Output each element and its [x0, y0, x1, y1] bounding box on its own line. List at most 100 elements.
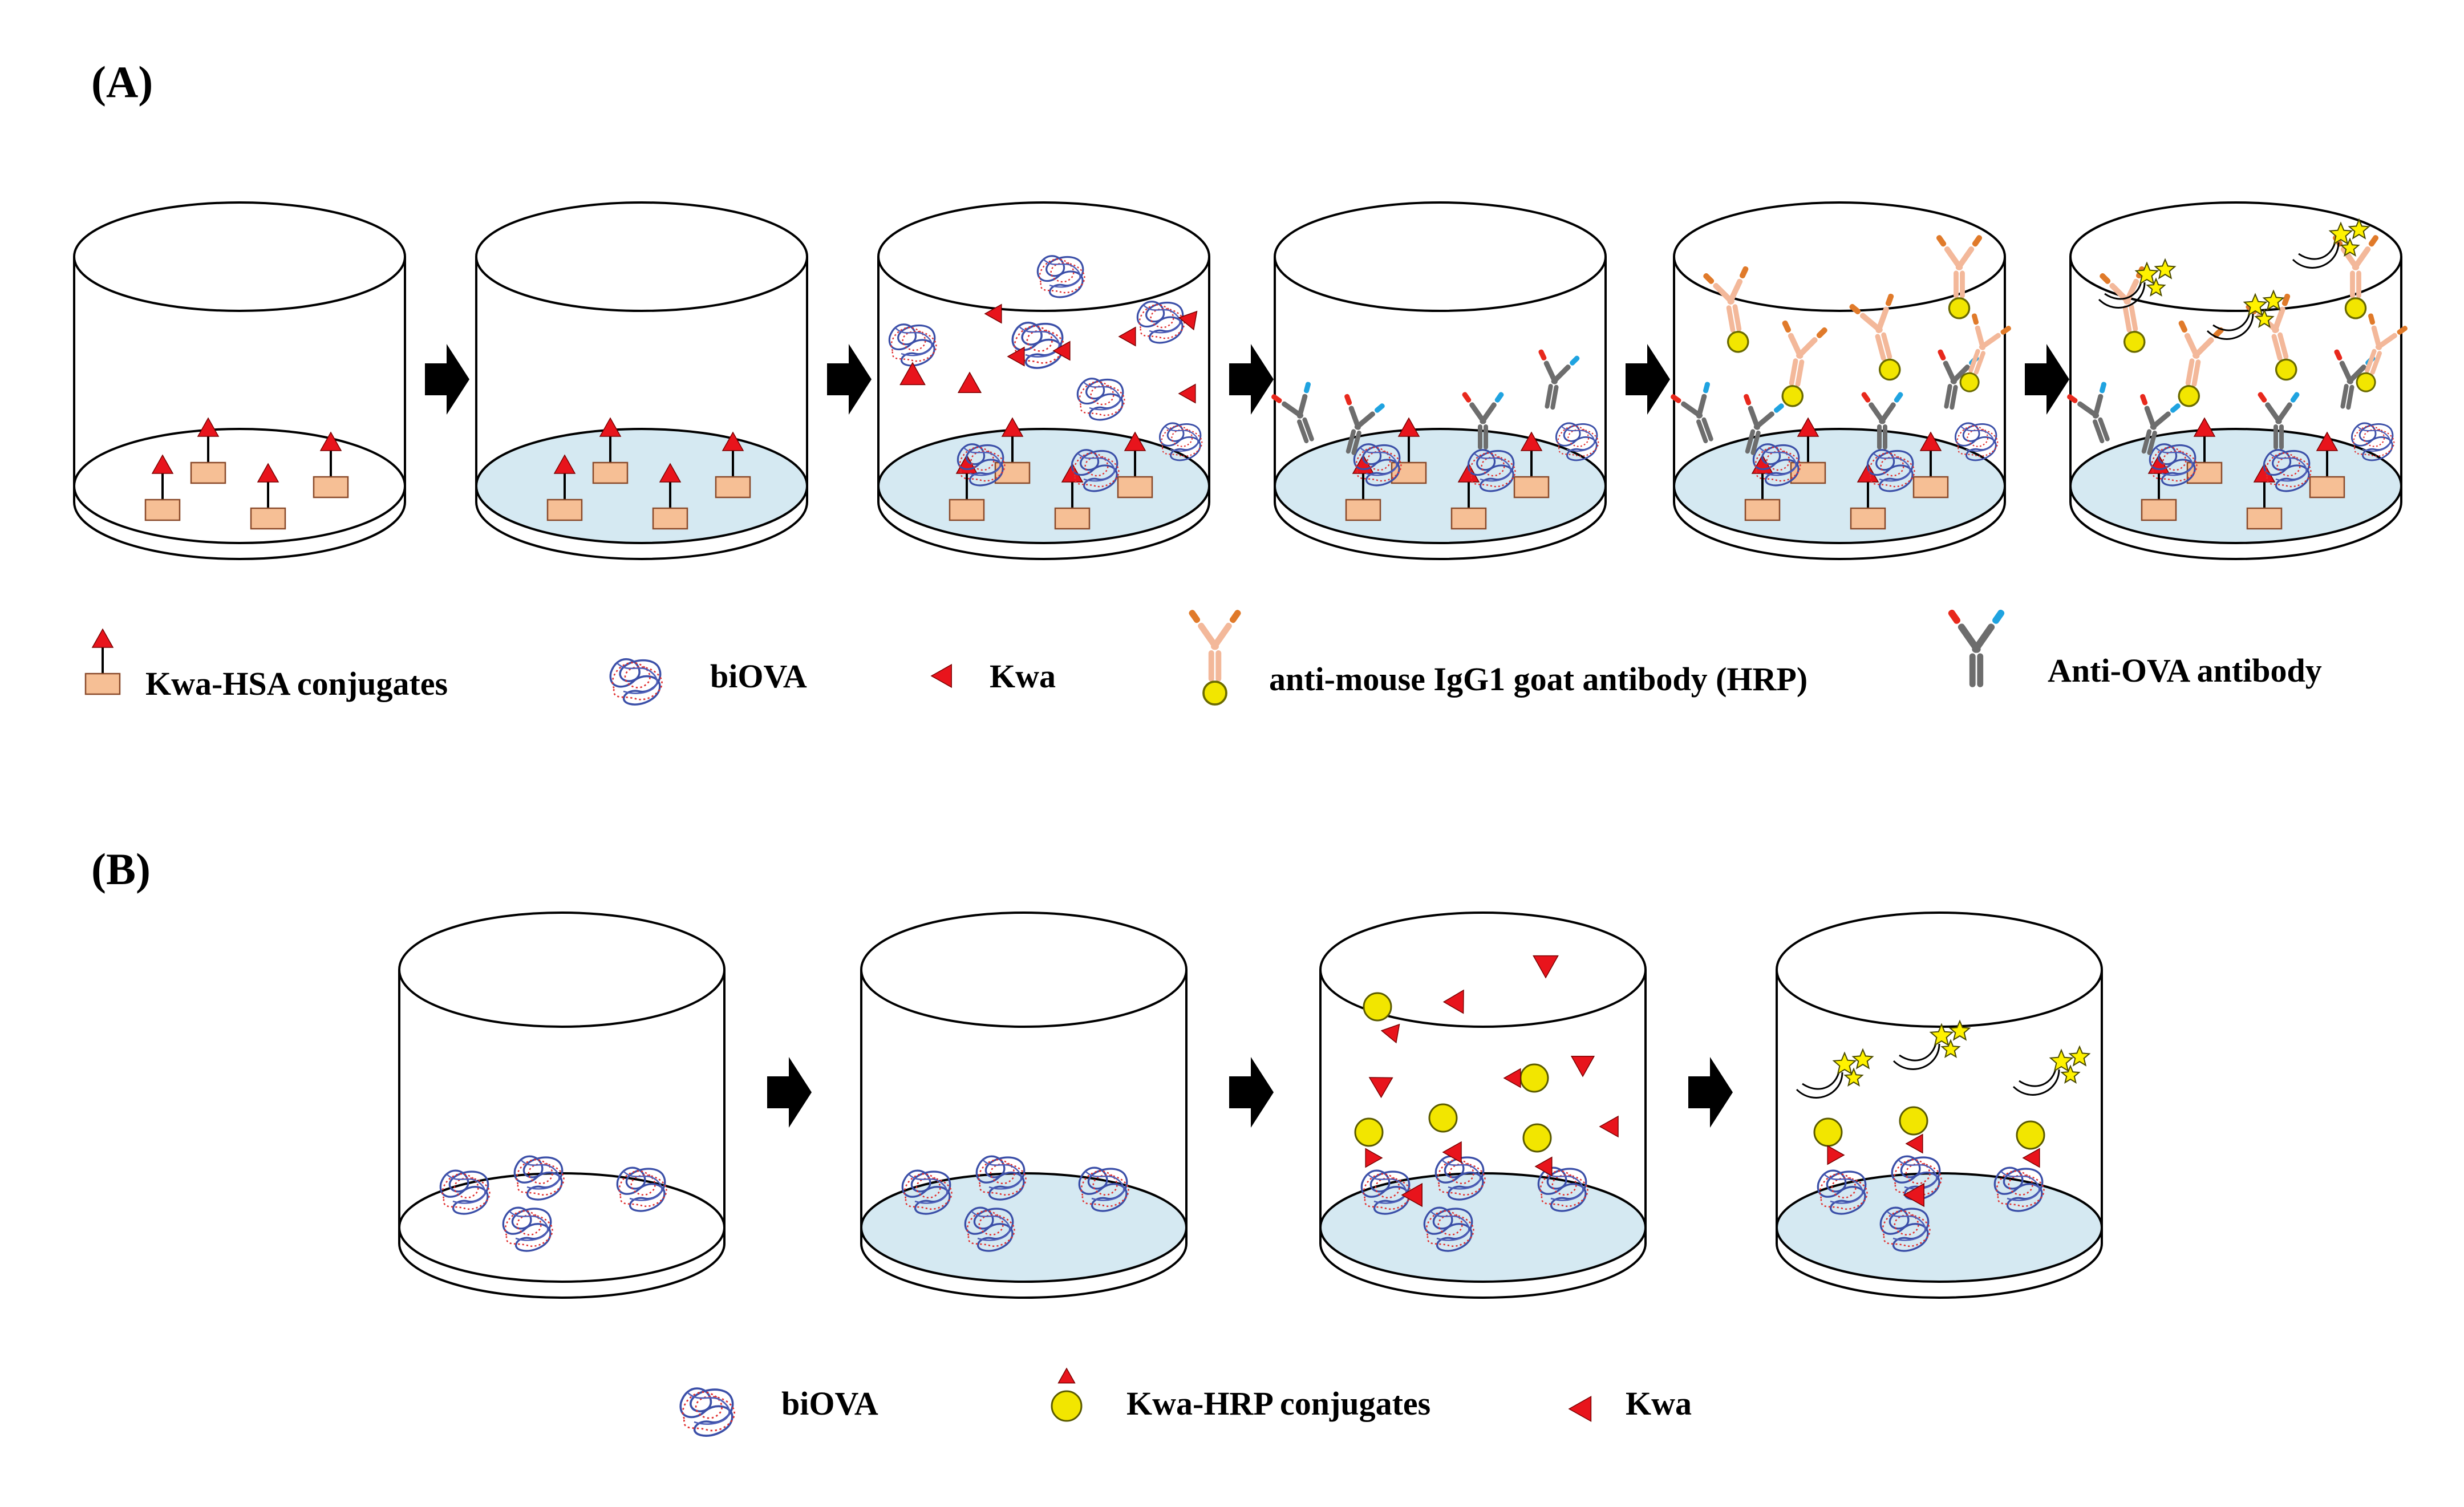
- signal-burst: [1796, 1048, 1874, 1099]
- kwa-triangle-icon: [984, 303, 1002, 324]
- legend-anti-ova-text: Anti-OVA antibody: [2048, 652, 2322, 689]
- biova-protein-icon: [1076, 378, 1125, 421]
- hrp-ball-icon: [1051, 1390, 1083, 1422]
- kwa-triangle-icon: [1442, 1141, 1462, 1164]
- kwa-triangle-icon: [197, 417, 220, 437]
- well-rim: [1776, 912, 2103, 1028]
- hsa-block-icon: [1450, 507, 1487, 530]
- secondary-antibody-icon: [1703, 266, 1749, 353]
- star-burst-icon: [1851, 1048, 1874, 1070]
- hsa-block-icon: [652, 507, 688, 530]
- block-arrow-icon: [827, 344, 872, 415]
- hsa-block-icon: [1744, 499, 1781, 521]
- hsa-block-icon: [84, 673, 121, 695]
- hsa-block-icon: [2141, 499, 2177, 521]
- coating-layer: [860, 1172, 1188, 1283]
- kwa-triangle-icon: [1534, 1156, 1553, 1177]
- well-b-2: [860, 912, 1188, 1299]
- hrp-ball-icon: [1878, 358, 1901, 381]
- hsa-block-icon: [1850, 507, 1886, 530]
- kwa-hsa-conjugate: [715, 431, 751, 499]
- biova-protein-icon: [1537, 1166, 1588, 1212]
- anti-ova-antibody-icon: [1538, 349, 1580, 410]
- star-burst-icon: [2262, 289, 2285, 311]
- star-burst-icon: [2348, 218, 2370, 240]
- kwa-triangle-icon: [722, 431, 744, 451]
- biova-protein-icon: [1752, 443, 1801, 487]
- panel-a-wells: [73, 201, 2408, 560]
- well-a-5: [1671, 201, 2011, 560]
- hrp-ball-icon: [1363, 992, 1392, 1022]
- secondary-antibody-icon: [1781, 320, 1827, 407]
- kwa-hsa-conjugate: [2246, 463, 2283, 530]
- signal-burst: [2012, 1045, 2091, 1096]
- hrp-ball-icon: [1948, 297, 1971, 319]
- kwa-triangle-icon: [1124, 431, 1146, 451]
- biova-protein-icon: [502, 1206, 553, 1252]
- well-cylinder: [860, 912, 1188, 1299]
- biova-protein-icon: [1360, 1169, 1412, 1215]
- well-rim: [877, 201, 1210, 312]
- hsa-block-icon: [144, 499, 181, 521]
- coating-layer: [1673, 428, 2006, 544]
- kwa-triangle-icon: [1365, 1148, 1383, 1168]
- hsa-block-icon: [592, 461, 629, 484]
- hsa-block-icon: [1117, 476, 1153, 499]
- kwa-triangle-icon: [1919, 431, 1942, 451]
- anti-ova-antibody-icon: [1948, 609, 2005, 687]
- hsa-block-icon: [546, 499, 583, 521]
- biova-protein-icon: [1555, 422, 1599, 461]
- kwa-triangle-icon: [1401, 1182, 1423, 1208]
- hrp-ball-icon: [1354, 1117, 1384, 1147]
- secondary-antibody-icon: [2178, 320, 2224, 407]
- legend-secondary-antibody-text: anti-mouse IgG1 goat antibody (HRP): [1269, 661, 1808, 698]
- kwa-triangle-icon: [553, 454, 576, 474]
- biova-protein-icon: [609, 658, 663, 706]
- coating-layer: [877, 428, 1210, 544]
- hsa-block-icon: [2246, 507, 2283, 530]
- secondary-antibody-icon: [1936, 235, 1983, 319]
- well-rim: [860, 912, 1188, 1028]
- star-burst-icon: [2243, 293, 2268, 317]
- well-floor: [73, 428, 406, 544]
- panel-a-label: (A): [91, 57, 153, 107]
- biova-protein-icon: [1879, 1206, 1931, 1252]
- block-arrow-icon: [425, 344, 469, 415]
- well-cylinder: [1319, 912, 1647, 1299]
- kwa-triangle-icon: [1397, 417, 1420, 437]
- hsa-block-icon: [190, 461, 226, 484]
- secondary-antibody-icon: [1849, 293, 1901, 381]
- biova-protein-icon: [901, 1169, 953, 1215]
- well-cylinder: [1776, 912, 2103, 1299]
- kwa-triangle-icon: [2022, 1148, 2040, 1168]
- kwa-triangle-icon: [1827, 1145, 1845, 1165]
- biova-protein-icon: [1159, 422, 1203, 461]
- well-rim: [1319, 912, 1647, 1028]
- biova-protein-icon: [2351, 422, 2395, 461]
- anti-ova-antibody-icon: [1938, 349, 1979, 410]
- kwa-hsa-conjugate: [1117, 431, 1153, 499]
- star-burst-icon: [2328, 221, 2353, 245]
- coating-layer: [475, 428, 808, 544]
- star-burst-icon: [1948, 1019, 1971, 1041]
- well-a-3: [877, 201, 1210, 560]
- hrp-ball-icon: [1428, 1103, 1458, 1133]
- kwa-hsa-conjugate: [2186, 417, 2223, 484]
- biova-protein-icon: [679, 1387, 735, 1437]
- block-arrow-icon: [2025, 344, 2069, 415]
- kwa-hsa-conjugate: [592, 417, 629, 484]
- well-b-4: [1776, 912, 2103, 1299]
- biova-protein-icon: [1817, 1169, 1868, 1215]
- block-arrow-icon: [1229, 1057, 1274, 1128]
- kwa-hsa-conjugate: [1790, 417, 1826, 484]
- star-burst-icon: [2134, 261, 2159, 285]
- star-burst-icon: [2146, 277, 2166, 297]
- biova-protein-icon: [1011, 321, 1065, 369]
- well-cylinder: [877, 201, 1210, 560]
- biova-protein-icon: [1955, 422, 1999, 461]
- coating-layer: [1776, 1172, 2103, 1283]
- kwa-hsa-conjugate: [313, 431, 349, 499]
- well-cylinder: [398, 912, 726, 1299]
- block-arrow-icon: [1688, 1057, 1733, 1128]
